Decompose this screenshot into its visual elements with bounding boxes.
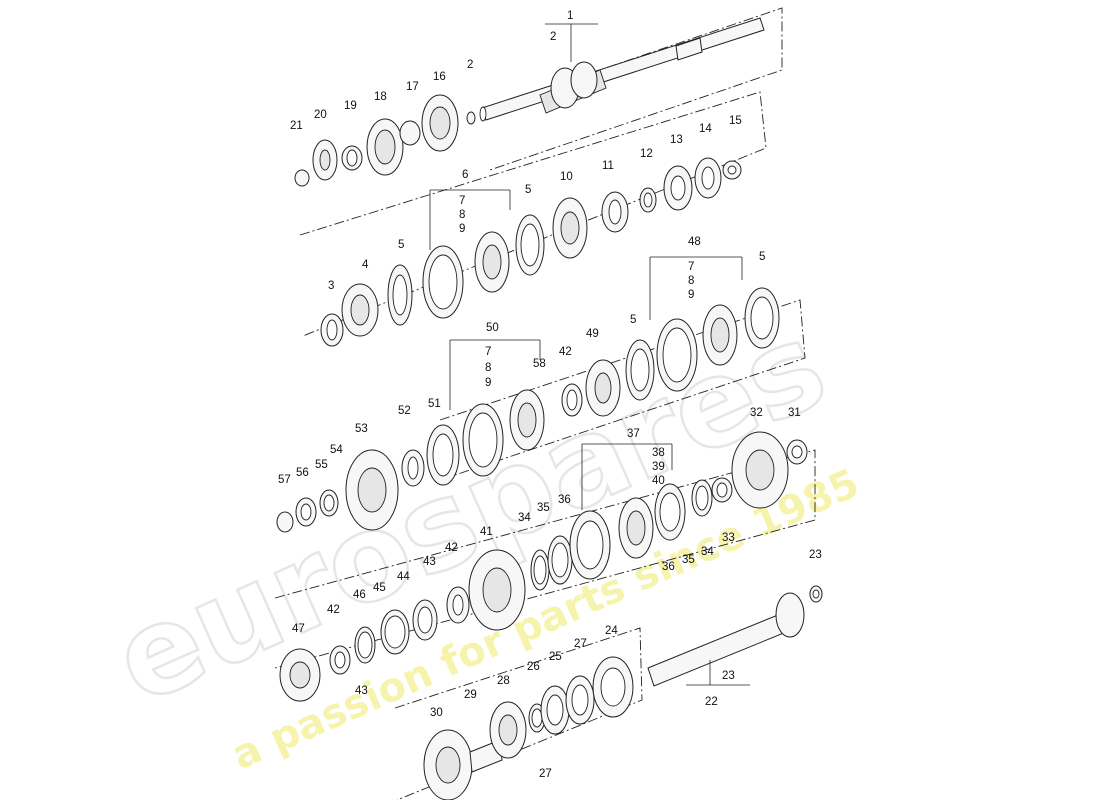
callout-36: 36	[662, 561, 675, 573]
callout-16: 16	[433, 71, 446, 83]
callout-labels: 1 2 2 3 4 5 5 5 5 6 7 8 9 7 8 9 7 8 9 10…	[278, 10, 822, 780]
callout-7: 7	[459, 195, 465, 207]
callout-24: 24	[605, 625, 618, 637]
callout-15: 15	[729, 115, 742, 127]
callout-32: 32	[750, 407, 763, 419]
callout-40: 40	[652, 475, 665, 487]
callout-9: 9	[485, 377, 491, 389]
callout-57: 57	[278, 474, 291, 486]
callout-45: 45	[373, 582, 386, 594]
callout-30: 30	[430, 707, 443, 719]
callout-8: 8	[485, 362, 491, 374]
callout-52: 52	[398, 405, 411, 417]
callout-23: 23	[809, 549, 822, 561]
pinion-shaft	[647, 585, 823, 687]
callout-21: 21	[290, 120, 303, 132]
callout-22: 22	[705, 696, 718, 708]
callout-6: 6	[462, 169, 468, 181]
callout-19: 19	[344, 100, 357, 112]
callout-13: 13	[670, 134, 683, 146]
callout-47: 47	[292, 623, 305, 635]
callout-2: 2	[467, 59, 473, 71]
callout-26: 26	[527, 661, 540, 673]
callout-48: 48	[688, 236, 701, 248]
callout-53: 53	[355, 423, 368, 435]
callout-8: 8	[688, 275, 694, 287]
callout-46: 46	[353, 589, 366, 601]
callout-4: 4	[362, 259, 369, 271]
callout-11: 11	[602, 160, 614, 172]
callout-49: 49	[586, 328, 599, 340]
callout-56: 56	[296, 467, 309, 479]
callout-34: 34	[701, 546, 714, 558]
callout-42: 42	[445, 542, 458, 554]
callout-33: 33	[722, 532, 735, 544]
callout-43: 43	[423, 556, 436, 568]
callout-7: 7	[485, 346, 491, 358]
callout-9: 9	[688, 289, 694, 301]
callout-50: 50	[486, 322, 499, 334]
bottom-gear-row	[423, 656, 634, 800]
callout-5: 5	[630, 314, 636, 326]
callout-18: 18	[374, 91, 387, 103]
second-gear-row	[320, 157, 742, 347]
callout-12: 12	[640, 148, 653, 160]
assembly-frames	[274, 7, 816, 800]
callout-42: 42	[559, 346, 572, 358]
callout-8: 8	[459, 209, 465, 221]
callout-39: 39	[652, 461, 665, 473]
callout-25: 25	[549, 651, 562, 663]
callout-27: 27	[539, 768, 552, 780]
callout-58: 58	[533, 358, 546, 370]
callout-43: 43	[355, 685, 368, 697]
callout-41: 41	[480, 526, 493, 538]
callout-5: 5	[759, 251, 765, 263]
callout-51: 51	[428, 398, 441, 410]
callout-10: 10	[560, 171, 573, 183]
callout-27: 27	[574, 638, 587, 650]
callout-44: 44	[397, 571, 410, 583]
callout-54: 54	[330, 444, 343, 456]
input-shaft	[479, 17, 765, 122]
callout-23: 23	[722, 670, 735, 682]
callout-5: 5	[525, 184, 531, 196]
callout-37: 37	[627, 428, 640, 440]
callout-35: 35	[537, 502, 550, 514]
callout-34: 34	[518, 512, 531, 524]
callout-17: 17	[406, 81, 419, 93]
callout-5: 5	[398, 239, 404, 251]
callout-2: 2	[550, 31, 556, 43]
callout-29: 29	[464, 689, 477, 701]
third-gear-row	[276, 287, 780, 533]
callout-31: 31	[788, 407, 801, 419]
callout-20: 20	[314, 109, 327, 121]
callout-3: 3	[328, 280, 334, 292]
group-brackets	[429, 23, 750, 686]
callout-28: 28	[497, 675, 510, 687]
fourth-gear-row	[279, 431, 808, 702]
callout-14: 14	[699, 123, 712, 135]
callout-55: 55	[315, 459, 328, 471]
callout-7: 7	[688, 261, 694, 273]
callout-9: 9	[459, 223, 465, 235]
callout-35: 35	[682, 554, 695, 566]
callout-1: 1	[567, 10, 573, 22]
callout-36: 36	[558, 494, 571, 506]
top-gear-row	[294, 94, 476, 187]
callout-38: 38	[652, 447, 665, 459]
callout-42: 42	[327, 604, 340, 616]
